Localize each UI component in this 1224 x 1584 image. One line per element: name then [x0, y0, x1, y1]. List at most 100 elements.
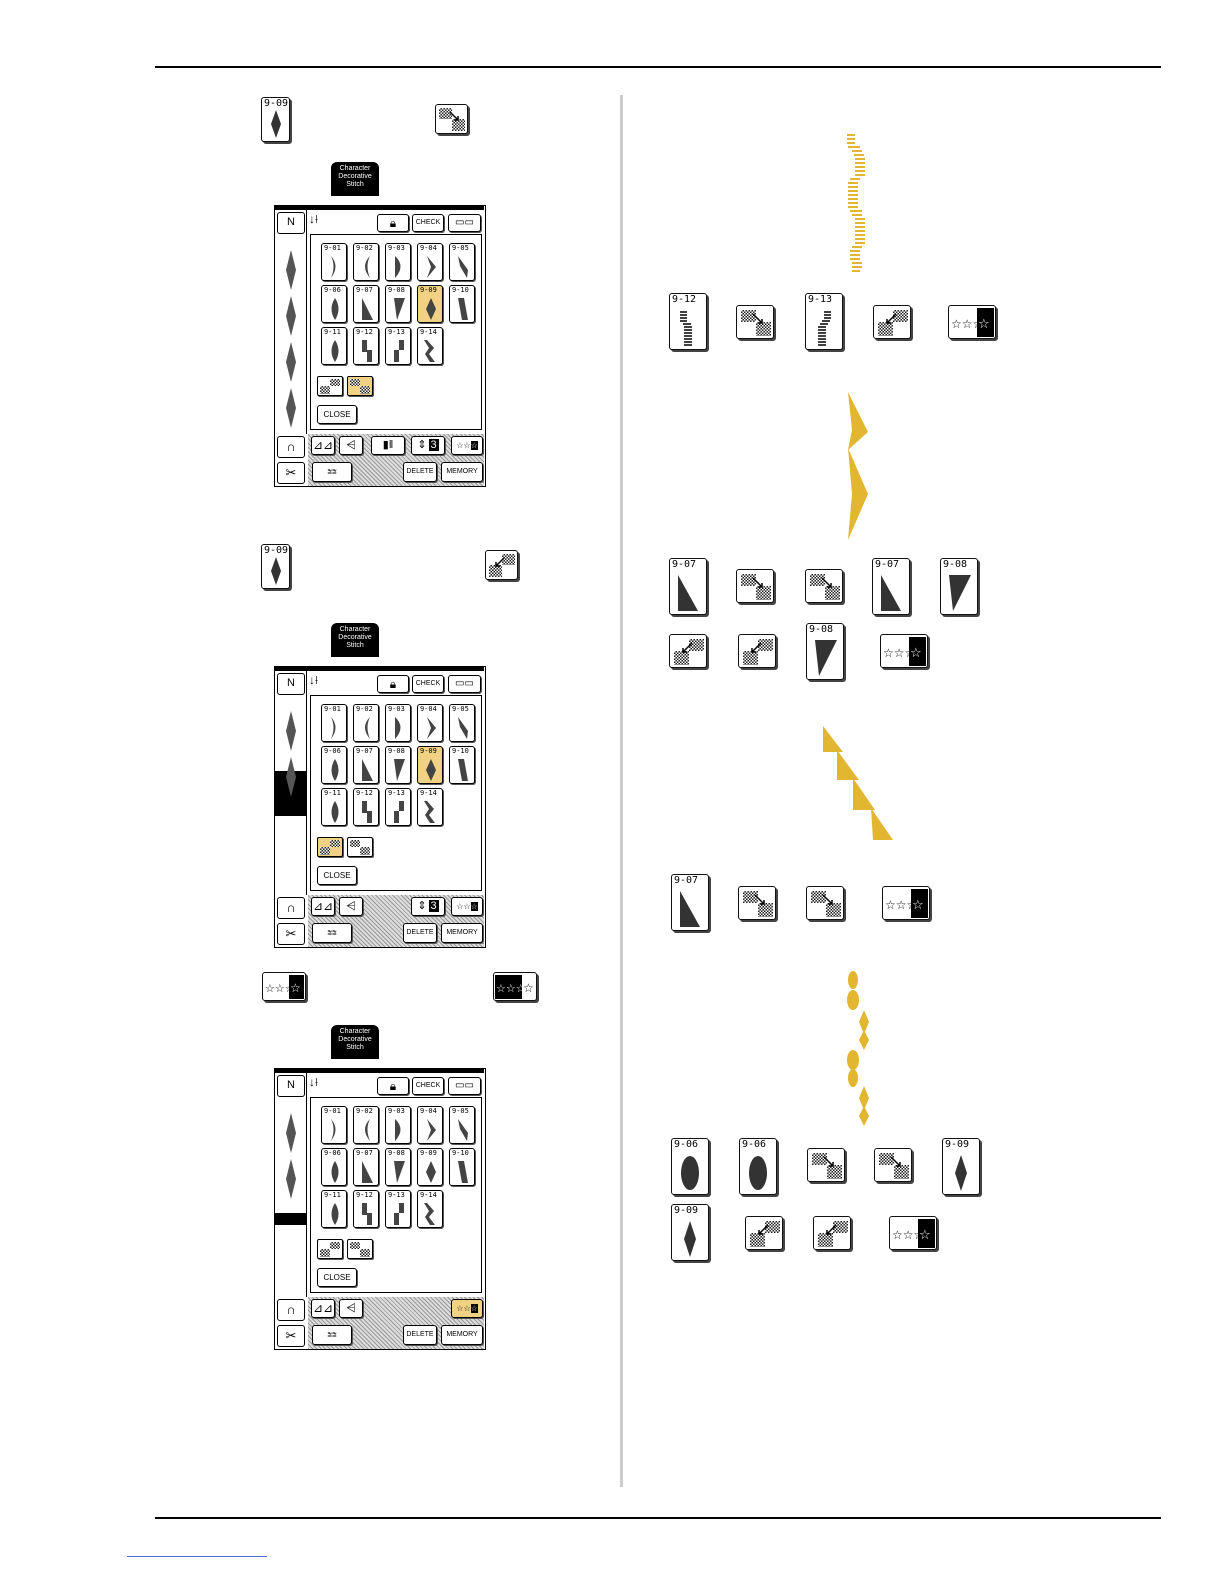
lock-button[interactable]: 🔒︎	[377, 675, 409, 693]
delete-button[interactable]: DELETE	[403, 462, 437, 482]
stitch-key-9-02[interactable]: 9-02	[353, 1106, 379, 1144]
stitch-key-9-12[interactable]: 9-12	[353, 788, 379, 826]
seq3-key-9-07[interactable]: 9-07	[671, 874, 709, 931]
memory-button[interactable]: MEMORY	[441, 923, 483, 943]
stitch-key-9-08[interactable]: 9-08	[385, 1148, 411, 1186]
mirror-down-left-key[interactable]	[317, 1239, 343, 1259]
stitch-key-9-03[interactable]: 9-03	[385, 704, 411, 742]
stitch-key-9-05[interactable]: 9-05	[449, 1106, 475, 1144]
seq2-key-9-08[interactable]: 9-08	[940, 558, 978, 615]
repeat-all-key[interactable]: ☆☆☆ ☆	[493, 972, 537, 1001]
repeat-single-button[interactable]: ☆☆☆	[451, 1299, 483, 1318]
stitch-key-9-13[interactable]: 9-13	[385, 1190, 411, 1228]
check-button[interactable]: CHECK	[412, 675, 444, 693]
stitch-key-9-12[interactable]: 9-12	[353, 1190, 379, 1228]
mirror-down-right-key[interactable]	[347, 376, 373, 396]
stitch-key-9-14[interactable]: 9-14	[417, 327, 443, 365]
scissors-button[interactable]: ✂	[277, 462, 305, 484]
close-button[interactable]: CLOSE	[317, 866, 357, 885]
manual-book-button[interactable]: ▭▭	[448, 214, 481, 232]
stitch-position-button[interactable]: ⩰⩰	[312, 1325, 352, 1345]
seq2-mirror-down-right-a[interactable]	[736, 569, 774, 603]
stitch-key-9-01[interactable]: 9-01	[321, 1106, 347, 1144]
seq2-key-9-07-b[interactable]: 9-07	[872, 558, 910, 615]
stitch-position-button[interactable]: ⩰⩰	[312, 923, 352, 943]
stitch-key-9-11[interactable]: 9-11	[321, 1190, 347, 1228]
close-button[interactable]: CLOSE	[317, 1268, 357, 1287]
seq2-repeat-single[interactable]: ☆☆☆☆	[880, 634, 928, 668]
length-adjust-button[interactable]: ⇕3	[411, 897, 445, 916]
seq1-mirror-down-left[interactable]	[873, 305, 911, 339]
mirror-down-left-key[interactable]	[317, 837, 343, 857]
stitch-key-9-12[interactable]: 9-12	[353, 327, 379, 365]
mirror-vertical-button[interactable]: ⊿⊿	[311, 1299, 335, 1318]
scissors-button[interactable]: ✂	[277, 1325, 305, 1347]
stitch-key-9-02[interactable]: 9-02	[353, 704, 379, 742]
stitch-key-9-14[interactable]: 9-14	[417, 788, 443, 826]
seq3-mirror-down-right-a[interactable]	[738, 886, 776, 920]
mirror-horizontal-button[interactable]: ⩤	[339, 897, 363, 916]
mirror-down-right-key[interactable]	[435, 104, 468, 134]
stitch-key-9-07[interactable]: 9-07	[353, 746, 379, 784]
stitch-key-9-09[interactable]: 9-09	[417, 285, 443, 323]
seq4-key-9-09-a[interactable]: 9-09	[942, 1138, 980, 1195]
stitch-key-9-06[interactable]: 9-06	[321, 1148, 347, 1186]
stitch-key-9-13[interactable]: 9-13	[385, 788, 411, 826]
memory-button[interactable]: MEMORY	[441, 1325, 483, 1345]
stitch-key-9-02[interactable]: 9-02	[353, 243, 379, 281]
stitch-key-9-06[interactable]: 9-06	[321, 285, 347, 323]
twin-needle-button[interactable]: ▮‖	[371, 436, 405, 455]
seq4-key-9-09-b[interactable]: 9-09	[671, 1204, 709, 1261]
stitch-key-9-03[interactable]: 9-03	[385, 243, 411, 281]
stitch-key-9-04[interactable]: 9-04	[417, 704, 443, 742]
seq4-mirror-down-left-a[interactable]	[745, 1216, 783, 1250]
stitch-key-9-07[interactable]: 9-07	[353, 1148, 379, 1186]
lock-button[interactable]: 🔒︎	[377, 1077, 409, 1095]
mirror-horizontal-button[interactable]: ⩤	[339, 436, 363, 455]
stitch-key-9-08[interactable]: 9-08	[385, 285, 411, 323]
seq3-mirror-down-right-b[interactable]	[806, 886, 844, 920]
stitch-key-9-06[interactable]: 9-06	[321, 746, 347, 784]
mirror-horizontal-button[interactable]: ⩤	[339, 1299, 363, 1318]
stitch-key-9-07[interactable]: 9-07	[353, 285, 379, 323]
mirror-vertical-button[interactable]: ⊿⊿	[311, 436, 335, 455]
mirror-down-left-key[interactable]	[317, 376, 343, 396]
reverse-stitch-button[interactable]: ∩	[277, 1299, 305, 1321]
check-button[interactable]: CHECK	[412, 1077, 444, 1095]
seq4-repeat-single[interactable]: ☆☆☆☆	[889, 1216, 937, 1250]
reverse-stitch-button[interactable]: ∩	[277, 436, 305, 458]
mirror-down-right-key[interactable]	[347, 837, 373, 857]
stitch-key-9-13[interactable]: 9-13	[385, 327, 411, 365]
stitch-key-9-14[interactable]: 9-14	[417, 1190, 443, 1228]
stitch-key-9-05[interactable]: 9-05	[449, 243, 475, 281]
key-9-09-second[interactable]: 9-09	[261, 544, 290, 589]
seq1-key-9-12[interactable]: 9-12	[669, 293, 707, 350]
mirror-vertical-button[interactable]: ⊿⊿	[311, 897, 335, 916]
seq2-mirror-down-right-b[interactable]	[805, 569, 843, 603]
seq2-mirror-down-left-a[interactable]	[669, 634, 707, 668]
reverse-stitch-button[interactable]: ∩	[277, 897, 305, 919]
seq4-mirror-down-right-b[interactable]	[874, 1148, 912, 1182]
stitch-key-9-08[interactable]: 9-08	[385, 746, 411, 784]
repeat-single-button[interactable]: ☆☆☆	[451, 897, 483, 916]
stitch-key-9-11[interactable]: 9-11	[321, 327, 347, 365]
scissors-button[interactable]: ✂	[277, 923, 305, 945]
seq4-key-9-06-a[interactable]: 9-06	[671, 1138, 709, 1195]
manual-book-button[interactable]: ▭▭	[448, 675, 481, 693]
close-button[interactable]: CLOSE	[317, 405, 357, 424]
seq1-repeat-single[interactable]: ☆☆☆☆	[948, 305, 996, 339]
repeat-single-key[interactable]: ☆☆☆ ☆	[262, 972, 306, 1001]
stitch-key-9-01[interactable]: 9-01	[321, 704, 347, 742]
stitch-key-9-11[interactable]: 9-11	[321, 788, 347, 826]
stitch-key-9-10[interactable]: 9-10	[449, 285, 475, 323]
memory-button[interactable]: MEMORY	[441, 462, 483, 482]
seq1-mirror-down-right[interactable]	[736, 305, 774, 339]
stitch-key-9-10[interactable]: 9-10	[449, 1148, 475, 1186]
manual-book-button[interactable]: ▭▭	[448, 1077, 481, 1095]
lock-button[interactable]: 🔒︎	[377, 214, 409, 232]
stitch-key-9-09[interactable]: 9-09	[417, 1148, 443, 1186]
seq4-key-9-06-b[interactable]: 9-06	[739, 1138, 777, 1195]
